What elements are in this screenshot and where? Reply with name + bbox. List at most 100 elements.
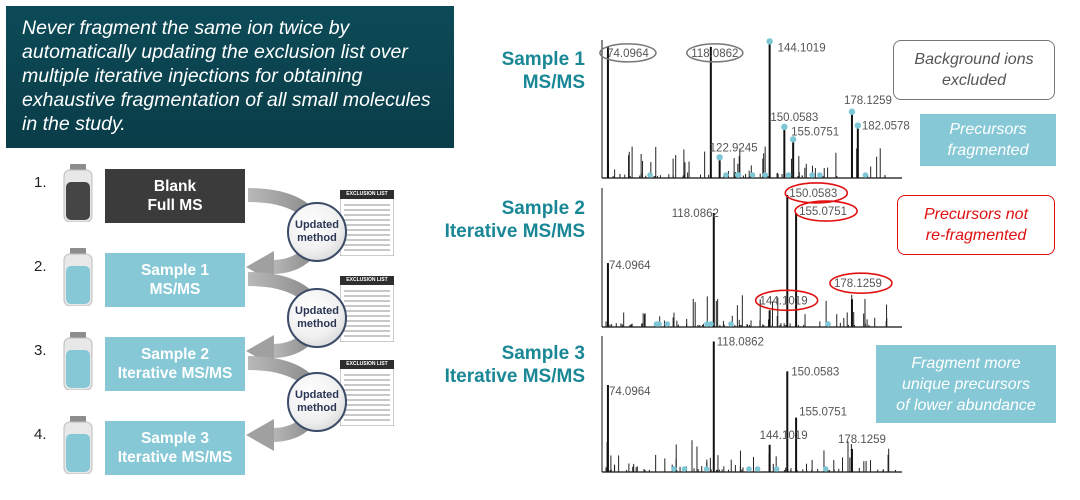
step-sample-3: Sample 3 Iterative MS/MS: [105, 421, 245, 475]
annotation-line: Background ions: [914, 51, 1034, 68]
spectrum-label-line2: Iterative MS/MS: [444, 221, 585, 242]
peak-dot: [822, 466, 829, 472]
peak-dot: [789, 136, 797, 143]
peak-dot: [773, 466, 780, 472]
updated-line1: Updated: [295, 219, 339, 231]
spectrum-label-sample-3: Sample 3 Iterative MS/MS: [410, 342, 585, 388]
gray-circle-marker: [686, 43, 744, 63]
peak-mz-label: 182.0578: [862, 121, 910, 133]
annotation-fragment-more: Fragment more unique precursors of lower…: [876, 345, 1056, 423]
updated-line1: Updated: [295, 389, 339, 401]
peak-dot: [785, 172, 792, 178]
peak-dot: [816, 172, 823, 178]
spectrum-label-sample-2: Sample 2 Iterative MS/MS: [410, 197, 585, 243]
peak-mz-label: 144.1019: [760, 295, 808, 307]
peak-mz-label: 122.9245: [710, 142, 758, 154]
peak-dot: [653, 321, 660, 327]
peak-dot: [825, 321, 831, 327]
red-circle-marker: [794, 200, 858, 222]
peak-mz-label: 178.1259: [844, 95, 892, 107]
exclusion-list-icon: [340, 190, 394, 256]
peak-dot: [647, 172, 653, 178]
step-sample-1: Sample 1 MS/MS: [105, 253, 245, 307]
annotation-line: Precursors not: [923, 206, 1029, 223]
peak-dot: [723, 172, 729, 178]
updated-line1: Updated: [295, 305, 339, 317]
peak-mz-label: 74.0964: [609, 386, 651, 398]
peak-dot: [746, 466, 752, 472]
peak-dot: [735, 172, 742, 178]
peak-mz-label: 144.1019: [760, 430, 808, 442]
peak-dot: [749, 172, 756, 178]
step-1-line2: Full MS: [147, 197, 203, 214]
red-circle-marker: [784, 182, 849, 204]
exclusion-list-title: EXCLUSION LIST: [346, 191, 388, 197]
peak-dot: [762, 172, 768, 178]
peak-dot: [716, 154, 723, 161]
peak-dot: [854, 122, 862, 129]
annotation-line: fragmented: [947, 142, 1029, 159]
annotation-line: of lower abundance: [896, 396, 1036, 414]
exclusion-list-icon: [340, 360, 394, 426]
exclusion-list-title: EXCLUSION LIST: [346, 277, 388, 283]
step-4-line2: Iterative MS/MS: [117, 449, 233, 466]
step-number-1: 1.: [34, 174, 47, 191]
updated-line2: method: [297, 232, 337, 244]
step-2-line1: Sample 1: [140, 262, 210, 279]
peak-dot: [728, 321, 734, 327]
step-blank-full-ms: Blank Full MS: [105, 169, 245, 223]
spectrum-label-sample-1: Sample 1 MS/MS: [410, 48, 585, 94]
peak-mz-label: 150.0583: [791, 366, 839, 378]
peak-mz-label: 74.0964: [607, 48, 649, 60]
peak-dot: [664, 321, 671, 327]
peak-mz-label: 118.0862: [672, 208, 719, 220]
peak-mz-label: 150.0583: [789, 188, 837, 200]
spectrum-label-line2: Iterative MS/MS: [444, 366, 585, 387]
peak-dot: [704, 321, 710, 327]
updated-line2: method: [297, 318, 337, 330]
annotation-background-excluded: Background ions excluded: [893, 40, 1055, 100]
peak-mz-label: 155.0751: [799, 206, 847, 218]
vial-blue-icon: [63, 416, 93, 474]
step-1-line1: Blank: [153, 178, 197, 195]
peak-mz-label: 150.0583: [770, 112, 818, 124]
spectrum-label-line1: Sample 1: [501, 49, 585, 70]
peak-mz-label: 178.1259: [834, 278, 882, 290]
peak-mz-label: 155.0751: [799, 407, 847, 419]
spectrum-label-line1: Sample 2: [501, 198, 585, 219]
annotation-precursors-fragmented: Precursors fragmented: [920, 114, 1056, 166]
exclusion-list-title: EXCLUSION LIST: [346, 361, 388, 367]
annotation-precursors-not-refragmented: Precursors not re-fragmented: [897, 195, 1055, 255]
peak-mz-label: 144.1019: [778, 42, 826, 54]
peak-dot: [862, 172, 869, 178]
red-circle-marker: [829, 272, 893, 295]
step-sample-2: Sample 2 Iterative MS/MS: [105, 337, 245, 391]
spectrum-label-line2: MS/MS: [522, 72, 585, 93]
vial-dark-icon: [63, 164, 93, 222]
peak-dot: [781, 123, 788, 131]
vial-blue-icon: [63, 332, 93, 390]
peak-dot: [703, 466, 710, 472]
peak-dot: [754, 466, 761, 472]
step-number-3: 3.: [34, 342, 47, 359]
step-3-line2: Iterative MS/MS: [117, 365, 233, 382]
peak-dot: [809, 172, 815, 178]
annotation-line: re-fragmented: [925, 227, 1027, 244]
step-2-line2: MS/MS: [149, 281, 201, 298]
header-box: Never fragment the same ion twice by aut…: [6, 6, 454, 148]
exclusion-list-icon: [340, 276, 394, 342]
peak-dot: [671, 466, 677, 472]
peak-mz-label: 74.0964: [609, 260, 651, 272]
red-circle-marker: [754, 289, 819, 312]
annotation-line: unique precursors: [901, 375, 1031, 393]
annotation-line: Fragment more: [911, 354, 1021, 372]
gray-circle-marker: [599, 43, 657, 63]
spectrum-label-line1: Sample 3: [501, 343, 585, 364]
vial-blue-icon: [63, 248, 93, 306]
annotation-line: excluded: [941, 72, 1007, 89]
header-text: Never fragment the same ion twice by aut…: [22, 17, 431, 135]
